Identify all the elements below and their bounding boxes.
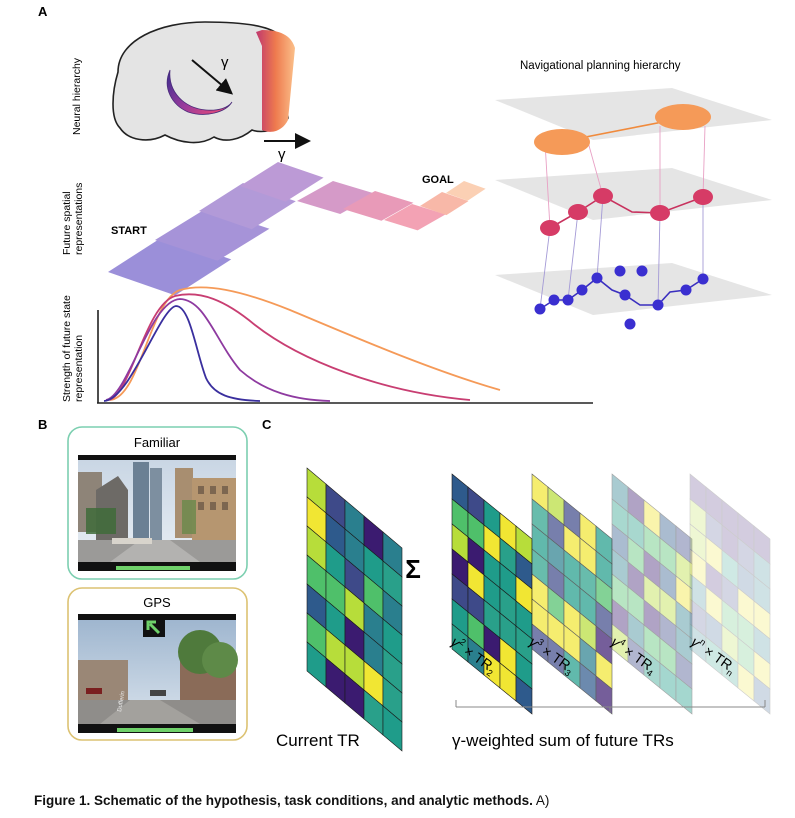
tr-matrices [306,467,771,752]
spatial-tile [240,162,324,202]
gps-condition-card: GPS Dufferin [67,587,248,741]
nav-layer-top [495,88,772,140]
gamma-arrow-diagonal [191,59,234,95]
nav-node-mid-1 [540,220,560,236]
spatial-tile [297,181,377,214]
familiar-progress-bar [116,566,190,570]
curve-navy [103,305,261,402]
nav-title: Navigational planning hierarchy [520,60,681,72]
spatial-tile [446,181,486,201]
gps-progress-bar [117,728,193,732]
current-tr-label: Current TR [276,731,360,750]
start-label: START [111,225,147,237]
gps-title: GPS [143,595,171,610]
familiar-condition-card: Familiar [67,426,248,580]
caption-bold: Figure 1. Schematic of the hypothesis, t… [34,793,533,808]
panel-label-b: B [38,417,47,432]
current-tr-matrix [306,467,403,752]
future-tr-matrix-2 [451,473,533,715]
nav-node-mid-3 [593,188,613,204]
curve-orange [109,286,501,401]
sigma-symbol: Σ [405,554,421,584]
nav-node-mid-4 [650,205,670,221]
neural-hierarchy-label: Neural hierarchy [71,57,83,135]
nav-node-mid-5 [693,189,713,205]
future-tr-matrix-3 [531,473,613,715]
spatial-tile [384,204,446,231]
brain-illustration [112,21,295,144]
spatial-ylabel: Future spatial representations [61,183,85,255]
future-tr-matrix-n [689,473,771,715]
sum-bracket [455,700,766,713]
spatial-tiles [108,162,486,296]
nav-node-mid-2 [568,204,588,220]
nav-node-top-2 [655,104,711,130]
gps-arrow-icon [146,620,161,635]
gamma-label-outer: γ [278,146,286,163]
sum-label: γ-weighted sum of future TRs [452,731,674,750]
strength-ylabel: Strength of future state representation [61,292,85,402]
familiar-title: Familiar [134,435,181,450]
nav-hierarchy [495,88,772,330]
nav-node-top-1 [534,129,590,155]
panel-label-c: C [262,417,272,432]
figure-caption: Figure 1. Schematic of the hypothesis, t… [34,793,774,808]
panel-label-a: A [38,4,48,19]
spatial-tile [343,191,414,221]
goal-label: GOAL [422,174,454,186]
caption-rest: A) [532,793,550,808]
future-tr-matrix-4 [611,473,693,715]
spatial-tile [420,192,469,216]
street-sign-text: Dufferin [117,691,127,713]
curve-purple [105,298,331,402]
gamma-label-inner: γ [221,54,229,71]
